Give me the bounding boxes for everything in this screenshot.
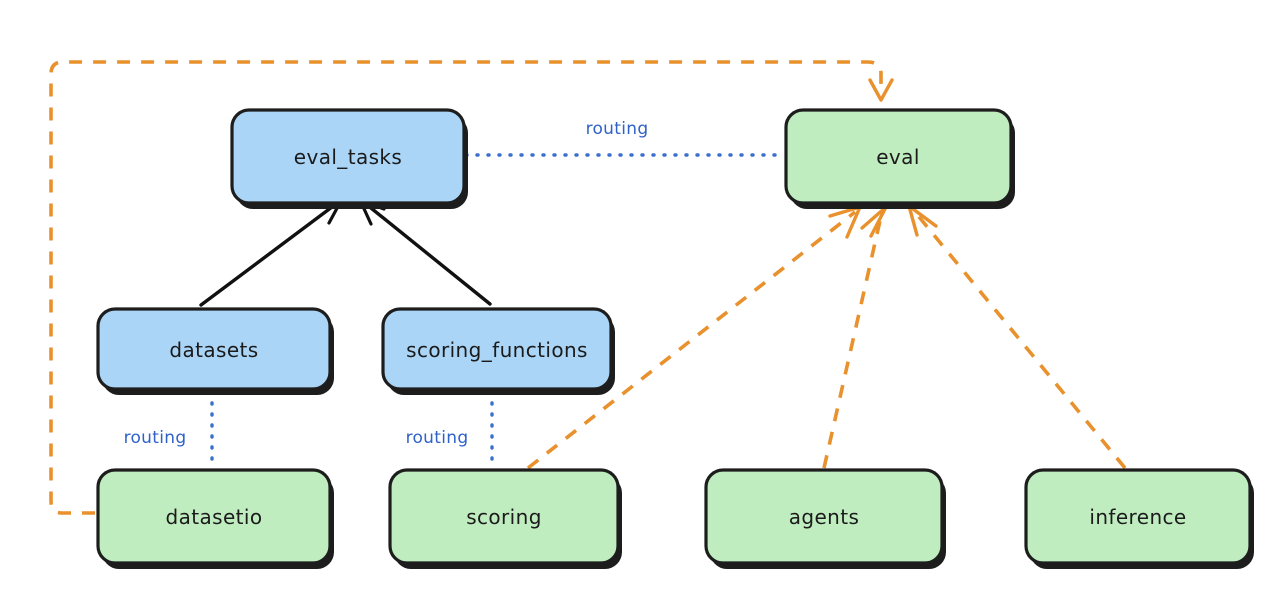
node-eval[interactable]: eval (784, 108, 1015, 209)
edge-label-routing-eval-tasks-eval: routing (586, 119, 649, 139)
edge-scoring-functions-to-eval-tasks (358, 198, 492, 306)
node-label-eval: eval (876, 145, 920, 169)
node-label-scoring: scoring (466, 505, 542, 529)
edge-datasets-to-eval-tasks (199, 197, 344, 307)
node-label-eval-tasks: eval_tasks (294, 145, 402, 169)
node-eval-tasks[interactable]: eval_tasks (230, 108, 468, 209)
node-scoring-functions[interactable]: scoring_functions (381, 307, 615, 395)
node-label-scoring-functions: scoring_functions (406, 338, 588, 362)
node-agents[interactable]: agents (704, 468, 946, 569)
edge-inference-to-eval (907, 204, 1127, 470)
edge-agents-to-eval (822, 205, 888, 469)
node-label-datasets: datasets (169, 338, 258, 362)
node-label-datasetio: datasetio (165, 505, 262, 529)
edge-datasetio-to-eval (49, 60, 894, 515)
node-datasets[interactable]: datasets (96, 307, 334, 395)
node-scoring[interactable]: scoring (388, 468, 622, 569)
edge-label-routing-datasets-datasetio: routing (124, 428, 187, 448)
edge-label-routing-scoring-functions-scoring: routing (406, 428, 469, 448)
node-inference[interactable]: inference (1024, 468, 1254, 569)
node-label-agents: agents (789, 505, 860, 529)
node-datasetio[interactable]: datasetio (96, 468, 334, 569)
node-label-inference: inference (1089, 505, 1186, 529)
